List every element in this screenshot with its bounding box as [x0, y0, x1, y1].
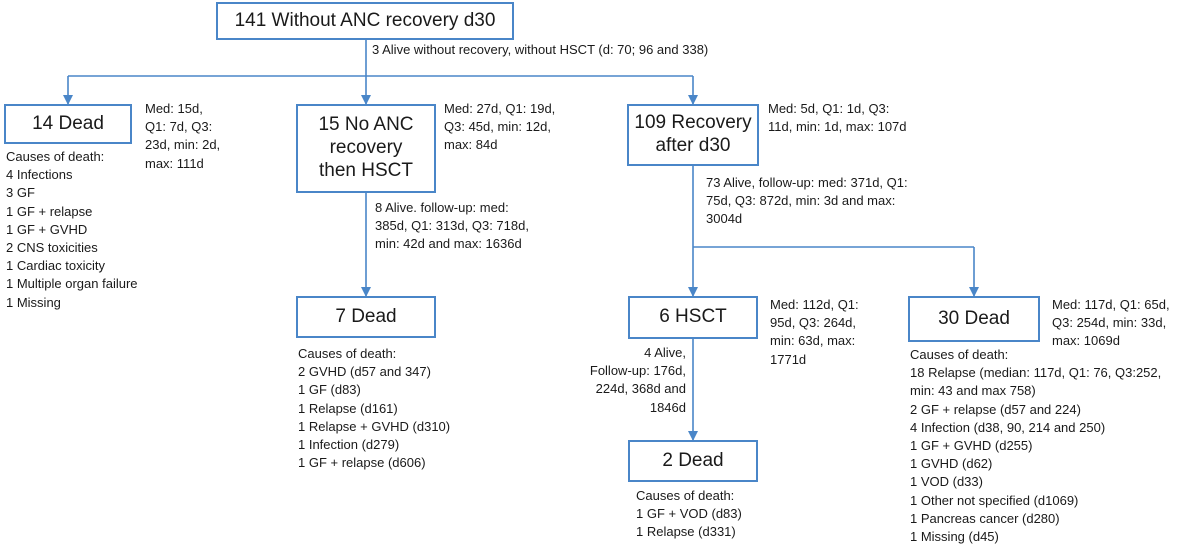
noanc15-alive: 8 Alive. follow-up: med: 385d, Q1: 313d,…	[375, 200, 529, 252]
noanc15-box: 15 No ANC recovery then HSCT	[296, 104, 436, 193]
hsct6-alive: 4 Alive, Follow-up: 176d, 224d, 368d and…	[589, 345, 686, 415]
dead30-box-label: 30 Dead	[938, 307, 1010, 329]
dead14-causes: Causes of death: 4 Infections 3 GF 1 GF …	[6, 149, 138, 310]
root-box: 141 Without ANC recovery d30	[216, 2, 514, 40]
dead14-stats: Med: 15d, Q1: 7d, Q3: 23d, min: 2d, max:…	[145, 101, 221, 171]
dead14-box-label: 14 Dead	[32, 112, 104, 134]
hsct6-stats: Med: 112d, Q1: 95d, Q3: 264d, min: 63d, …	[770, 297, 859, 367]
dead30-causes: Causes of death: 18 Relapse (median: 117…	[910, 347, 1162, 545]
dead30-box: 30 Dead	[908, 296, 1040, 342]
rec109-box-label: 109 Recovery after d30	[634, 112, 752, 156]
root-box-label: 141 Without ANC recovery d30	[234, 9, 496, 31]
dead2-box-label: 2 Dead	[662, 449, 724, 471]
rec109-stats: Med: 5d, Q1: 1d, Q3: 11d, min: 1d, max: …	[768, 101, 907, 135]
dead7-box: 7 Dead	[296, 296, 436, 338]
root-alive-note: 3 Alive without recovery, without HSCT (…	[372, 42, 709, 57]
rec109-box: 109 Recovery after d30	[627, 104, 759, 166]
noanc15-stats: Med: 27d, Q1: 19d, Q3: 45d, min: 12d, ma…	[444, 101, 556, 153]
dead2-box: 2 Dead	[628, 440, 758, 482]
rec109-alive: 73 Alive, follow-up: med: 371d, Q1: 75d,…	[706, 175, 908, 227]
dead30-stats: Med: 117d, Q1: 65d, Q3: 254d, min: 33d, …	[1052, 297, 1170, 349]
dead7-causes: Causes of death: 2 GVHD (d57 and 347) 1 …	[298, 346, 451, 471]
noanc15-box-label: 15 No ANC recovery then HSCT	[318, 114, 414, 181]
dead2-causes: Causes of death: 1 GF + VOD (d83) 1 Rela…	[636, 488, 742, 540]
hsct6-box-label: 6 HSCT	[659, 306, 727, 328]
dead14-box: 14 Dead	[4, 104, 132, 144]
hsct6-box: 6 HSCT	[628, 296, 758, 339]
dead7-box-label: 7 Dead	[335, 305, 397, 327]
